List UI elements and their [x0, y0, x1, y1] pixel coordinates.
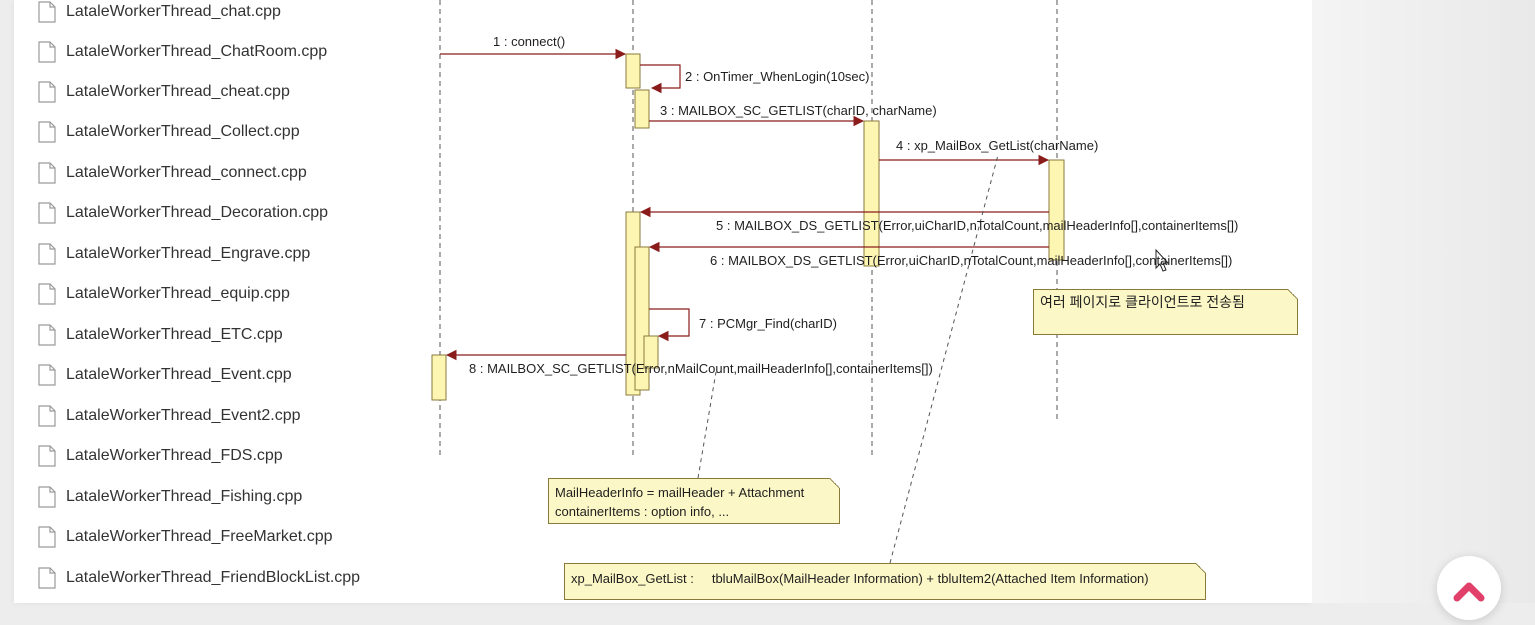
file-item[interactable]: LataleWorkerThread_FDS.cpp: [38, 441, 283, 471]
mail-header-note-line1: MailHeaderInfo = mailHeader + Attachment: [555, 485, 805, 500]
file-name: LataleWorkerThread_Decoration.cpp: [66, 204, 329, 221]
file-item[interactable]: LataleWorkerThread_Collect.cpp: [38, 117, 300, 147]
file-item[interactable]: LataleWorkerThread_equip.cpp: [38, 279, 290, 309]
file-icon: [38, 486, 56, 508]
file-name: LataleWorkerThread_Fishing.cpp: [66, 488, 303, 505]
file-item[interactable]: LataleWorkerThread_Event2.cpp: [38, 401, 301, 431]
file-name: LataleWorkerThread_ChatRoom.cpp: [66, 43, 328, 60]
message-label-7: 7 : PCMgr_Find(charID): [699, 316, 837, 331]
getlist-note: xp_MailBox_GetList : tbluMailBox(MailHead…: [564, 563, 1206, 600]
message-label-6: 6 : MAILBOX_DS_GETLIST(Error,uiCharID,nT…: [710, 253, 1233, 268]
file-item[interactable]: LataleWorkerThread_Engrave.cpp: [38, 239, 310, 269]
file-item[interactable]: LataleWorkerThread_chat.cpp: [38, 0, 281, 27]
file-icon: [38, 405, 56, 427]
file-icon: [38, 283, 56, 305]
korean-note: 여러 페이지로 클라이언트로 전송됨: [1033, 289, 1298, 335]
file-name: LataleWorkerThread_Engrave.cpp: [66, 245, 311, 262]
message-label-5: 5 : MAILBOX_DS_GETLIST(Error,uiCharID,nT…: [716, 218, 1239, 233]
activation-bar: [863, 120, 880, 267]
message-arrow-2: [640, 64, 681, 94]
message-label-8: 8 : MAILBOX_SC_GETLIST(Error,nMailCount,…: [469, 361, 933, 376]
activation-bar: [634, 89, 650, 129]
file-name: LataleWorkerThread_connect.cpp: [66, 164, 307, 181]
korean-note-text: 여러 페이지로 클라이언트로 전송됨: [1040, 294, 1245, 310]
getlist-note-prefix: xp_MailBox_GetList :: [571, 571, 694, 586]
file-icon: [38, 526, 56, 548]
file-name: LataleWorkerThread_FDS.cpp: [66, 447, 283, 464]
file-item[interactable]: LataleWorkerThread_connect.cpp: [38, 158, 307, 188]
file-name: LataleWorkerThread_FriendBlockList.cpp: [66, 569, 361, 586]
right-margin: [1312, 0, 1535, 603]
file-icon: [38, 162, 56, 184]
file-name: LataleWorkerThread_ETC.cpp: [66, 326, 283, 343]
file-name: LataleWorkerThread_equip.cpp: [66, 285, 290, 302]
file-icon: [38, 121, 56, 143]
file-icon: [38, 445, 56, 467]
sequence-diagram: [431, 0, 1170, 564]
mail-header-note-line2: containerItems : option info, ...: [555, 504, 730, 519]
file-name: LataleWorkerThread_chat.cpp: [66, 3, 281, 20]
activation-bar: [1048, 159, 1065, 261]
note-anchor: [697, 371, 717, 479]
file-list: LataleWorkerThread_chat.cpp LataleWorker…: [38, 0, 398, 603]
file-icon: [38, 324, 56, 346]
file-item[interactable]: LataleWorkerThread_FriendBlockList.cpp: [38, 563, 360, 593]
file-icon: [38, 81, 56, 103]
file-item[interactable]: LataleWorkerThread_Decoration.cpp: [38, 198, 328, 228]
chevron-up-icon: [1453, 582, 1485, 602]
file-icon: [38, 567, 56, 589]
message-arrow-7: [649, 308, 690, 342]
mail-header-note: MailHeaderInfo = mailHeader + Attachment…: [548, 478, 840, 524]
message-label-2: 2 : OnTimer_WhenLogin(10sec): [685, 69, 870, 84]
file-name: LataleWorkerThread_Event.cpp: [66, 366, 292, 383]
note-anchor: [889, 154, 999, 564]
file-item[interactable]: LataleWorkerThread_ChatRoom.cpp: [38, 37, 327, 67]
file-name: LataleWorkerThread_FreeMarket.cpp: [66, 528, 333, 545]
activation-bar: [625, 53, 641, 89]
file-item[interactable]: LataleWorkerThread_cheat.cpp: [38, 77, 290, 107]
activation-bar: [643, 335, 659, 369]
mouse-cursor: [1155, 248, 1170, 272]
file-item[interactable]: LataleWorkerThread_FreeMarket.cpp: [38, 522, 333, 552]
file-name: LataleWorkerThread_Event2.cpp: [66, 407, 301, 424]
file-icon: [38, 243, 56, 265]
activation-bar: [431, 354, 447, 401]
message-label-4: 4 : xp_MailBox_GetList(charName): [896, 138, 1099, 153]
message-label-3: 3 : MAILBOX_SC_GETLIST(charID, charName): [660, 103, 937, 118]
file-item[interactable]: LataleWorkerThread_Event.cpp: [38, 360, 292, 390]
file-icon: [38, 202, 56, 224]
scroll-to-top-button[interactable]: [1437, 556, 1501, 620]
file-icon: [38, 364, 56, 386]
file-icon: [38, 1, 56, 23]
file-icon: [38, 41, 56, 63]
file-item[interactable]: LataleWorkerThread_Fishing.cpp: [38, 482, 302, 512]
file-item[interactable]: LataleWorkerThread_ETC.cpp: [38, 320, 283, 350]
file-name: LataleWorkerThread_Collect.cpp: [66, 123, 300, 140]
file-name: LataleWorkerThread_cheat.cpp: [66, 83, 290, 100]
getlist-note-body: tbluMailBox(MailHeader Information) + tb…: [711, 571, 1149, 586]
message-label-1: 1 : connect(): [493, 34, 566, 49]
